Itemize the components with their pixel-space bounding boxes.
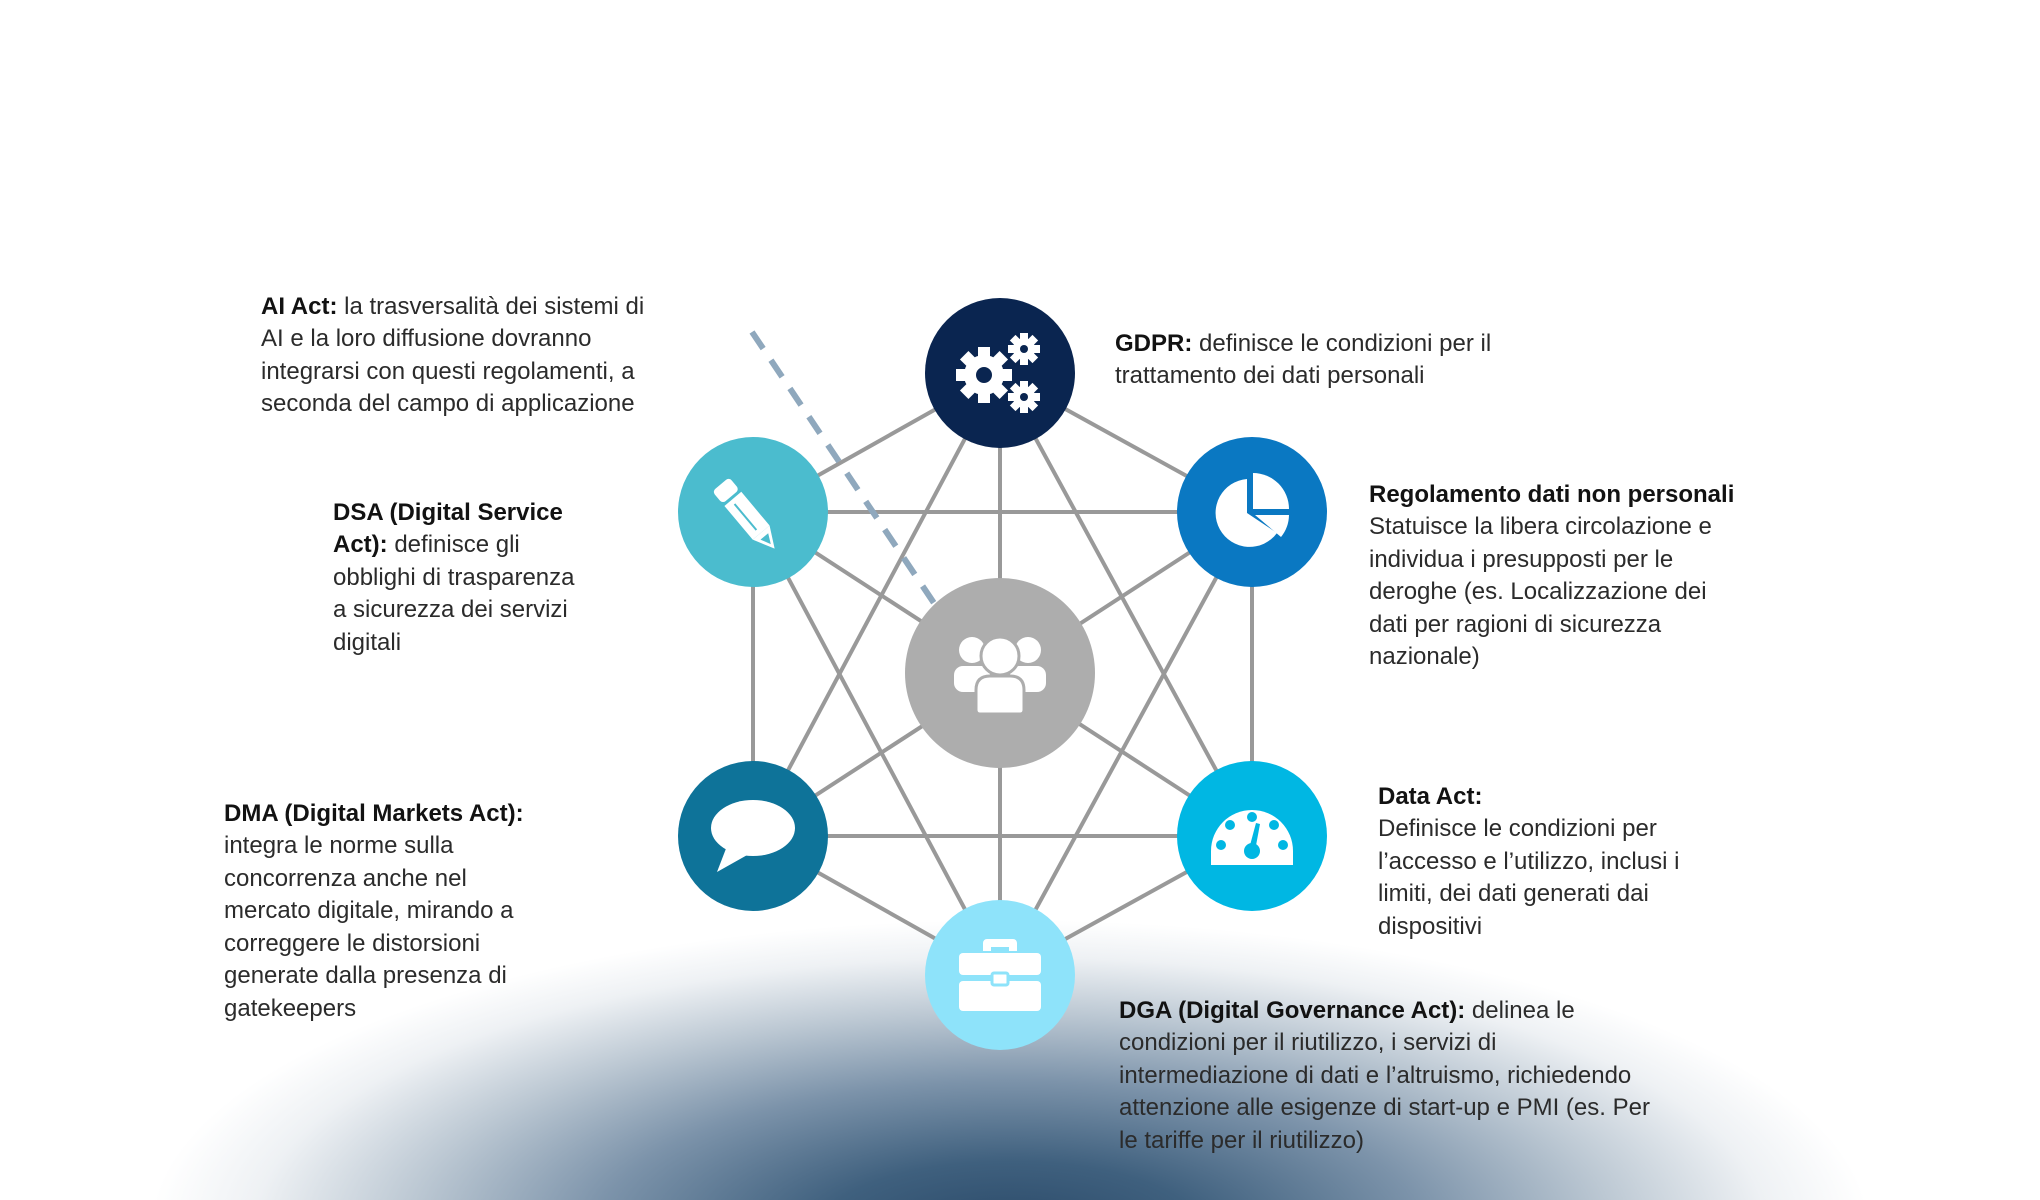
gdpr-title: GDPR: bbox=[1115, 329, 1193, 357]
dma-title: DMA (Digital Markets Act): bbox=[224, 799, 524, 827]
center-node[interactable] bbox=[905, 578, 1095, 768]
speedometer-icon bbox=[1211, 810, 1293, 865]
speech-bubble-icon bbox=[711, 800, 795, 872]
dga-text: delinea le condizioni per il riutilizzo,… bbox=[1119, 996, 1650, 1154]
pencil-icon bbox=[713, 478, 775, 549]
ai-act-title: AI Act: bbox=[261, 292, 338, 320]
regolamento-text: Statuisce la libera circolazione e indiv… bbox=[1369, 513, 1712, 670]
dga-title: DGA (Digital Governance Act): bbox=[1119, 996, 1466, 1024]
dma-text: integra le norme sulla concorrenza anche… bbox=[224, 832, 514, 1022]
ai-act-label: AI Act: la trasversalità dei sistemi di … bbox=[261, 258, 781, 421]
dga-label: DGA (Digital Governance Act): delinea le… bbox=[1119, 962, 1839, 1157]
dsa-label: DSA (Digital Service Act): definisce gli… bbox=[333, 464, 673, 659]
data-act-node[interactable] bbox=[1177, 761, 1327, 911]
data-act-label: Data Act: Definisce le condizioni per l’… bbox=[1378, 748, 1838, 943]
ai-act-dashed-connector bbox=[749, 330, 943, 614]
regolamento-label: Regolamento dati non personali Statuisce… bbox=[1369, 446, 1889, 674]
users-group-icon bbox=[954, 635, 1046, 716]
dga-node[interactable] bbox=[925, 900, 1075, 1050]
data-act-text: Definisce le condizioni per l’accesso e … bbox=[1378, 815, 1680, 940]
dsa-title: DSA (Digital Service Act): bbox=[333, 498, 563, 559]
pie-chart-icon bbox=[1215, 473, 1289, 547]
dsa-text: definisce gli obblighi di trasparenza a … bbox=[333, 531, 575, 656]
data-act-title: Data Act: bbox=[1378, 782, 1483, 810]
ai-act-text: la trasversalità dei sistemi di AI e la … bbox=[261, 292, 645, 418]
dsa-node[interactable] bbox=[678, 437, 828, 587]
gdpr-label: GDPR: definisce le condizioni per il tra… bbox=[1115, 295, 1635, 393]
dma-label: DMA (Digital Markets Act): integra le no… bbox=[224, 765, 664, 1025]
gdpr-text: definisce le condizioni per il trattamen… bbox=[1115, 329, 1492, 390]
gdpr-node[interactable] bbox=[925, 298, 1075, 448]
regolamento-node[interactable] bbox=[1177, 437, 1327, 587]
gears-icon bbox=[956, 333, 1040, 413]
dma-node[interactable] bbox=[678, 761, 828, 911]
regolamento-title: Regolamento dati non personali bbox=[1369, 480, 1735, 508]
briefcase-icon bbox=[959, 939, 1041, 1011]
